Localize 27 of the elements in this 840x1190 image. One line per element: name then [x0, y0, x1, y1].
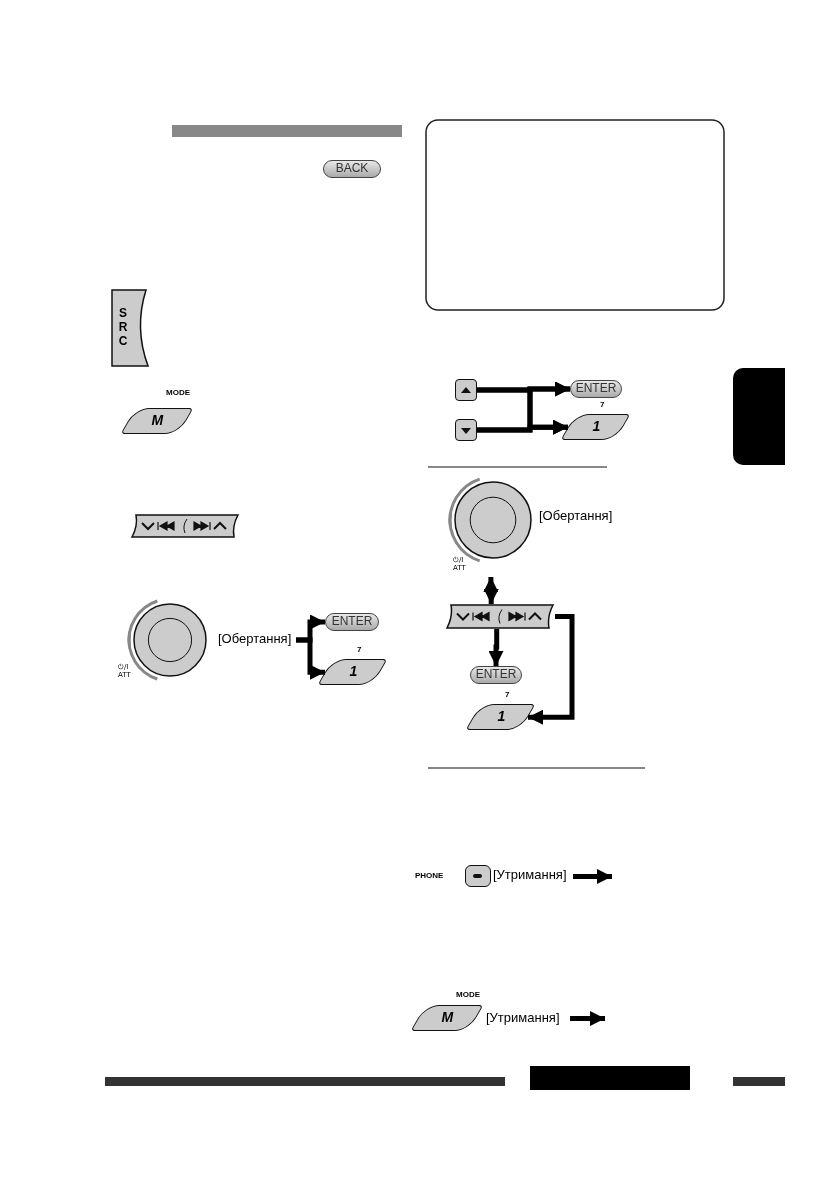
arrow	[296, 637, 325, 680]
arrow	[573, 869, 612, 884]
instruction-text: [Обертання]	[539, 508, 613, 523]
button-caption: MODE	[166, 388, 190, 397]
skip-button	[130, 514, 240, 538]
button-caption: 7	[357, 645, 362, 654]
button-caption: 7	[505, 690, 510, 699]
arrow	[483, 577, 499, 604]
enter-button: ENTER	[325, 613, 379, 631]
skip-button	[445, 604, 555, 629]
enter-button: ENTER	[470, 666, 522, 684]
arrow	[477, 419, 568, 435]
arrow	[488, 629, 504, 666]
down-button	[455, 419, 477, 441]
enter-button: BACK	[323, 160, 381, 178]
instruction-text: [Обертання]	[218, 631, 292, 646]
arrow	[528, 614, 575, 725]
enter-button: ENTER	[570, 380, 622, 398]
source-button: S R C	[110, 288, 150, 368]
up-button	[455, 379, 477, 401]
button-caption: MODE	[456, 990, 480, 999]
button-caption: 7	[600, 400, 605, 409]
button-caption: PHONE	[415, 871, 444, 880]
instruction-text: [Утримання]	[493, 867, 567, 882]
arrow	[570, 1011, 605, 1027]
side-tab	[733, 368, 785, 465]
instruction-text: [Утримання]	[486, 1010, 560, 1025]
